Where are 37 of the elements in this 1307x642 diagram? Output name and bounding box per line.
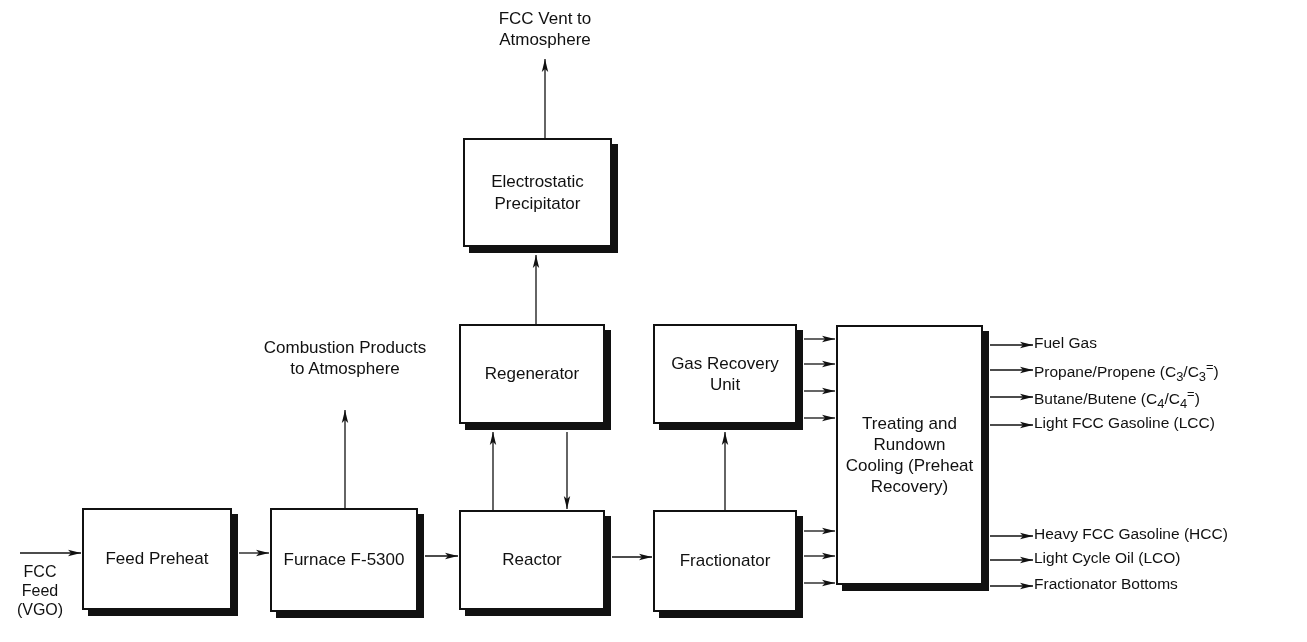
- flow-arrow: [989, 421, 1034, 429]
- box-label: Electrostatic Precipitator: [490, 171, 585, 214]
- product-label: Fuel Gas: [1034, 334, 1284, 356]
- box-label: Furnace F-5300: [282, 549, 406, 571]
- flow-arrow: [19, 549, 82, 557]
- box-label: Regenerator: [483, 363, 581, 385]
- flow-arrow: [989, 582, 1034, 590]
- flow-arrow: [563, 431, 571, 510]
- flow-arrow: [489, 431, 497, 511]
- feed-label: FCC Feed (VGO): [12, 562, 68, 640]
- product-label: Light FCC Gasoline (LCC): [1034, 414, 1304, 436]
- flow-arrow: [803, 527, 836, 535]
- flow-arrow: [541, 58, 549, 139]
- stream-label: FCC Vent to Atmosphere: [460, 8, 630, 56]
- flow-arrow: [989, 366, 1034, 374]
- product-label: Light Cycle Oil (LCO): [1034, 549, 1304, 571]
- product-label: Fractionator Bottoms: [1034, 575, 1304, 597]
- flow-arrow: [532, 254, 540, 325]
- flow-arrow: [989, 341, 1034, 349]
- product-label: Butane/Butene (C$_{4}$/C$_{4}$$^{=}$): [1034, 386, 1304, 410]
- flow-arrow: [989, 393, 1034, 401]
- flow-arrow: [424, 552, 459, 560]
- box-label: Feed Preheat: [104, 548, 210, 570]
- flow-arrow: [803, 579, 836, 587]
- product-label: Propane/Propene (C$_{3}$/C$_{3}$$^{=}$): [1034, 359, 1304, 383]
- stream-label: Combustion Products to Atmosphere: [255, 337, 435, 407]
- box-label: Fractionator: [678, 550, 772, 572]
- flow-arrow: [238, 549, 270, 557]
- flow-arrow: [341, 409, 349, 509]
- box-label: Gas Recovery Unit: [670, 352, 780, 396]
- box-label: Reactor: [501, 549, 563, 571]
- flow-arrow: [611, 553, 653, 561]
- flow-arrow: [803, 552, 836, 560]
- box-label: Treating and Rundown Cooling (Preheat Recovery): [844, 412, 975, 498]
- flow-arrow: [989, 532, 1034, 540]
- product-label: Heavy FCC Gasoline (HCC): [1034, 525, 1304, 547]
- flow-arrow: [989, 556, 1034, 564]
